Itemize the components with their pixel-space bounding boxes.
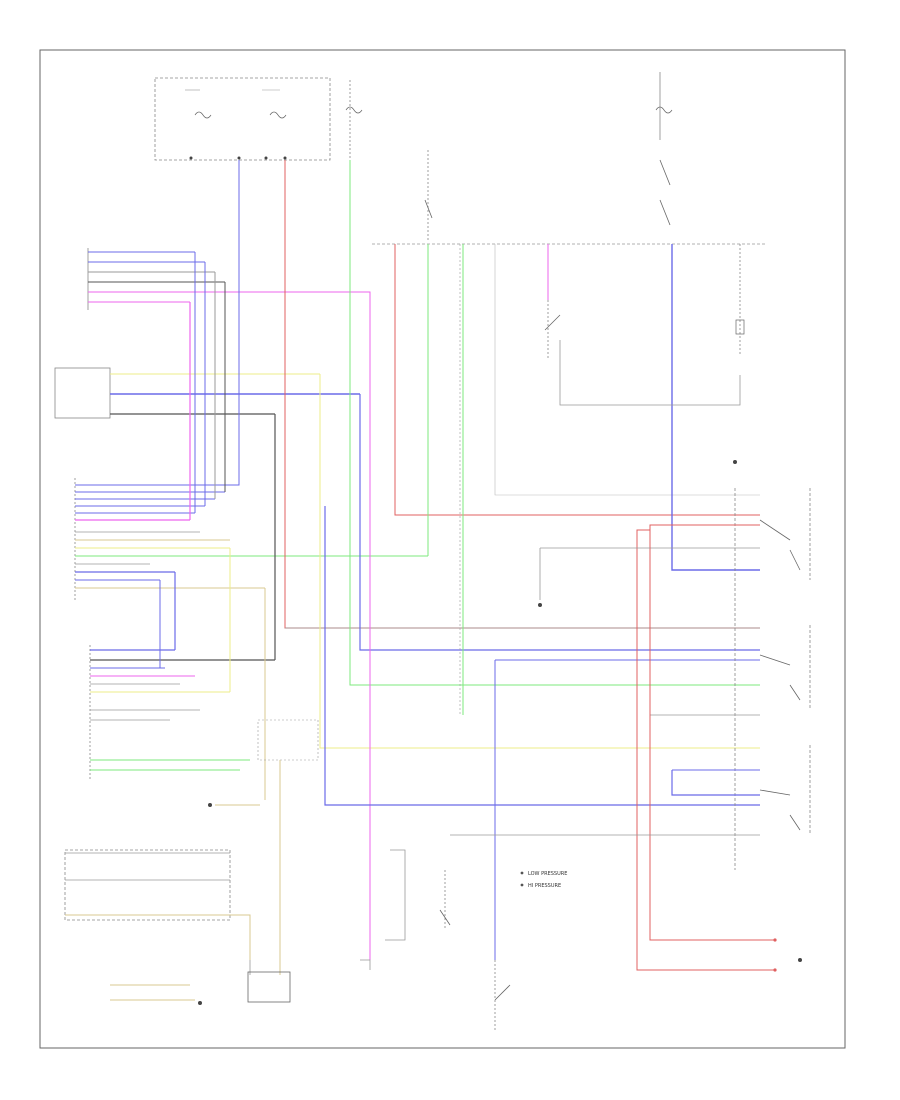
- left-connector-top: [87, 248, 360, 310]
- legend-hi-label: HI PRESSURE: [528, 883, 561, 889]
- ac-relay-1: [650, 488, 811, 870]
- ambient-sensor: [110, 984, 202, 1005]
- dual-pressure-switch: [385, 849, 451, 941]
- legend-marker-lo: [520, 871, 524, 875]
- wire-yellow-long: [319, 374, 760, 749]
- relay-small-box: [54, 367, 360, 419]
- ac-control-unit: [247, 719, 319, 1003]
- fan-relay-2: [671, 745, 811, 835]
- wire-red-return-2: [636, 529, 775, 971]
- wire-green-long: [349, 160, 760, 686]
- wire-gray-bus-2: [494, 244, 760, 496]
- pressure-legend: LOW PRESSURE HI PRESSURE: [520, 871, 567, 889]
- wire-red-return-1: [649, 524, 775, 941]
- wire-magenta-long: [360, 291, 371, 960]
- ground-symbol: [538, 460, 737, 607]
- ignition-switch: [424, 150, 433, 240]
- diagram-frame: [39, 49, 846, 1049]
- fan-relay-1: [650, 625, 811, 716]
- engine-control-module: [89, 645, 275, 780]
- right-diode: [735, 244, 745, 355]
- coolant-temp-sensor: [208, 803, 260, 807]
- wire-blue-lower: [324, 506, 760, 806]
- right-fuse-column: [655, 72, 673, 226]
- wire-blue-right: [671, 244, 760, 571]
- pressure-switch-bottom: [494, 960, 511, 1030]
- wire-red-bus: [394, 244, 760, 516]
- pressure-switch-top: [544, 300, 741, 406]
- evaporator-temp-sensor: [64, 849, 251, 960]
- fan-motor-markers: [773, 938, 802, 972]
- wire-blue-3: [235, 160, 240, 486]
- legend-lo-label: LOW PRESSURE: [528, 871, 567, 877]
- bottom-ground: [360, 959, 371, 970]
- wire-blue-long: [359, 394, 760, 651]
- legend-marker-hi: [520, 883, 524, 887]
- left-connector-middle: [74, 478, 428, 600]
- hot-at-all-times-fuse: [345, 80, 363, 160]
- underhood-fuse-box: [154, 77, 331, 161]
